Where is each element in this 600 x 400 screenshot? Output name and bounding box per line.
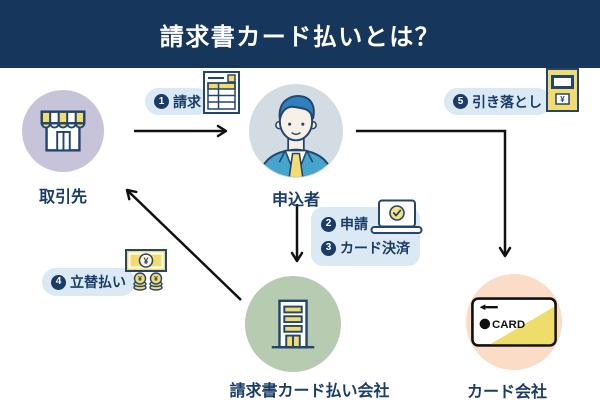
card-text: CARD: [492, 319, 525, 331]
step2-row: 2 申請: [321, 214, 368, 234]
header-banner: 請求書カード払いとは？: [0, 0, 600, 68]
step1-text: 請求: [173, 93, 201, 110]
arrow-applicant-to-card-company: [356, 129, 512, 258]
arrow-invoice-company-to-client: [125, 188, 242, 301]
step4-number: 4: [51, 274, 66, 290]
step3-text: カード決済: [340, 240, 410, 256]
step5-number: 5: [453, 94, 468, 109]
invoice-company-label: 請求書カード払い会社: [229, 383, 390, 400]
office-building-icon: [271, 299, 315, 349]
atm-yen-symbol: ¥: [560, 95, 565, 104]
invoice-document-icon: [203, 71, 240, 114]
credit-card-icon: CARD: [471, 297, 557, 347]
step4-text: 立替払い: [70, 274, 126, 290]
money-icon: ¥ ¥ ¥: [125, 249, 167, 291]
invoice-company-circle: [245, 276, 341, 372]
step1-number: 1: [154, 94, 169, 109]
step2-text: 申請: [340, 216, 368, 232]
atm-icon: ¥: [546, 68, 579, 112]
applicant-circle: [249, 84, 343, 178]
page-title: 請求書カード払いとは？: [159, 23, 441, 51]
storefront-icon: [40, 110, 86, 152]
step1-badge: 1 請求: [145, 88, 210, 115]
step3-number: 3: [321, 240, 336, 256]
step5-badge: 5 引き落とし: [444, 88, 551, 115]
card-company-label: カード会社: [466, 384, 547, 400]
step2-number: 2: [321, 216, 336, 232]
applicant-avatar-icon: [257, 94, 335, 178]
laptop-check-icon: [370, 199, 423, 234]
card-company-circle: CARD: [466, 274, 562, 370]
step4-badge: 4 立替払い: [42, 268, 135, 296]
banknote-yen-symbol: ¥: [143, 256, 148, 266]
client-circle: [22, 90, 104, 172]
applicant-label: 申込者: [271, 192, 320, 209]
step3-row: 3 カード決済: [321, 238, 410, 258]
coin-yen-symbol: ¥: [138, 276, 142, 283]
step5-text: 引き落とし: [472, 93, 542, 110]
coin-stacks: ¥ ¥: [133, 272, 163, 291]
client-label: 取引先: [38, 189, 87, 206]
coin-yen-symbol: ¥: [154, 276, 158, 283]
